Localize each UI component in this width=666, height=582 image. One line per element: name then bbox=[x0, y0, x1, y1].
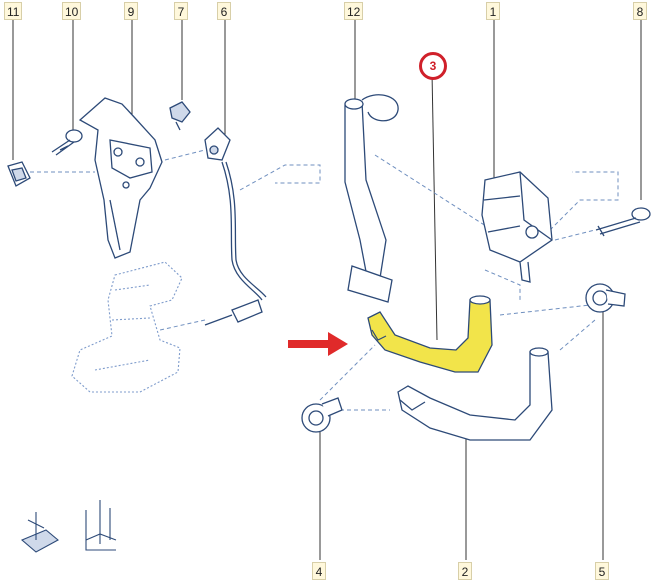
callout-6: 6 bbox=[217, 2, 231, 20]
assembly-guides bbox=[30, 149, 619, 411]
part-3-hose bbox=[367, 295, 493, 373]
callout-7: 7 bbox=[174, 2, 188, 20]
part-2-hose bbox=[397, 347, 553, 441]
part-9-pedal-bracket bbox=[78, 97, 163, 259]
part-1-module bbox=[481, 171, 553, 283]
part-11-clip bbox=[7, 161, 31, 187]
part-8-screw bbox=[595, 207, 651, 237]
callout-2: 2 bbox=[458, 562, 472, 580]
part-7-clip bbox=[169, 101, 191, 131]
callout-10: 10 bbox=[62, 2, 82, 20]
part-5-clamp bbox=[585, 283, 626, 313]
part-10-screw bbox=[51, 129, 83, 156]
callout-3-highlight: 3 bbox=[419, 52, 447, 80]
callout-5: 5 bbox=[595, 562, 609, 580]
leader-lines bbox=[12, 20, 642, 560]
callout-8: 8 bbox=[633, 2, 647, 20]
torque-axis-legend-icon bbox=[20, 500, 117, 553]
red-arrow-icon bbox=[288, 332, 348, 356]
callout-11: 11 bbox=[4, 2, 23, 20]
part-4-clamp bbox=[301, 397, 343, 433]
callout-12: 12 bbox=[344, 2, 364, 20]
callout-1: 1 bbox=[486, 2, 500, 20]
callout-4: 4 bbox=[312, 562, 326, 580]
callout-9: 9 bbox=[124, 2, 138, 20]
pedal-assembly-ghost bbox=[71, 261, 183, 393]
part-12-pipe bbox=[344, 94, 399, 303]
part-6-sensor-cable bbox=[204, 127, 267, 326]
